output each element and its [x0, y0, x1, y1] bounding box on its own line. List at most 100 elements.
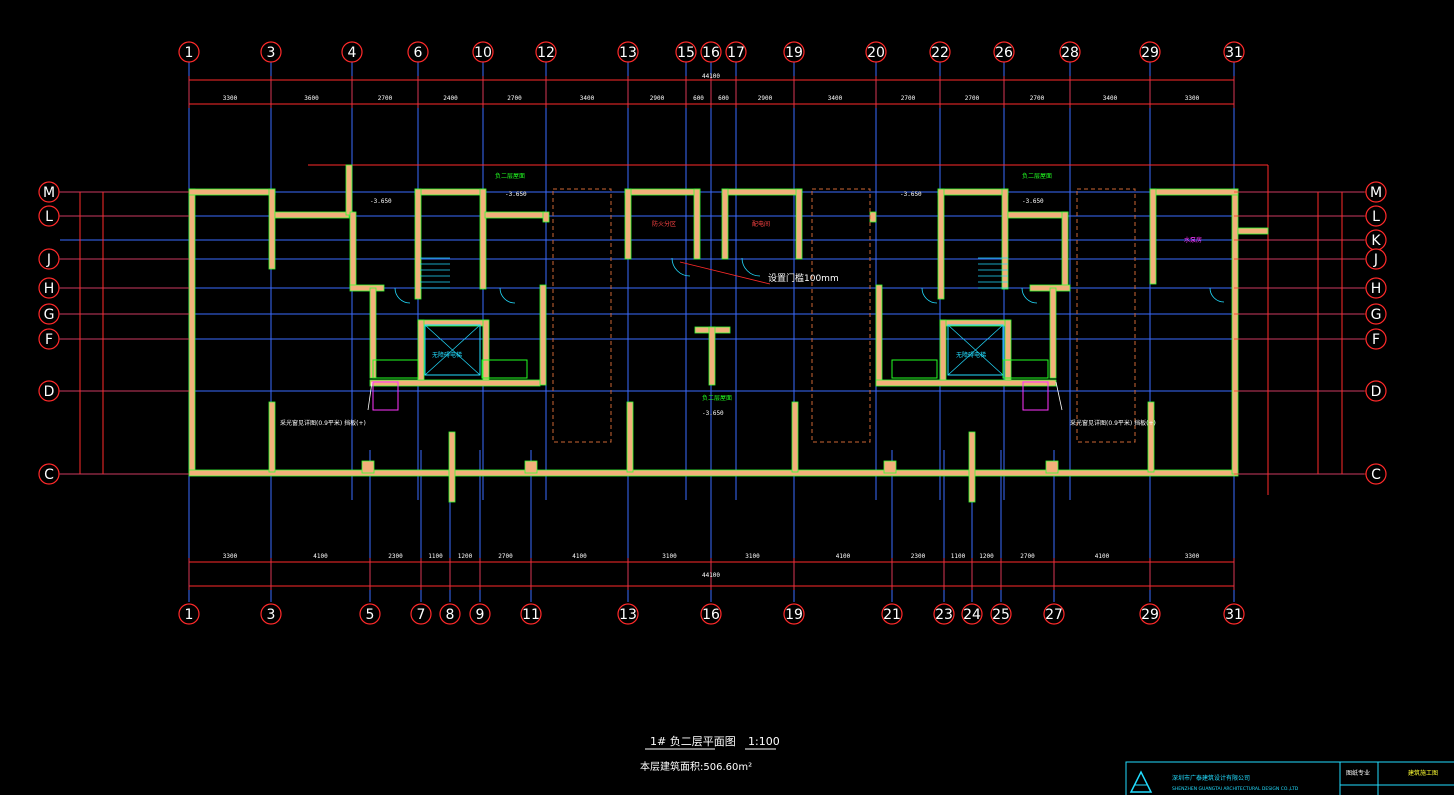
drawing-title-text: 1# 负二层平面图	[650, 734, 736, 748]
dimension-text: 3400	[580, 95, 595, 102]
wall-segment	[482, 319, 490, 381]
roof-label-2: 负二层屋面	[702, 394, 732, 402]
wall-segment	[369, 379, 541, 387]
level-mark-4: -3.650	[900, 191, 922, 198]
wall-segment	[791, 401, 799, 473]
axis-bubble	[410, 603, 432, 625]
wall-segment	[1149, 188, 1157, 285]
door-swing	[1021, 287, 1038, 304]
axis-label: 24	[963, 607, 981, 623]
wall-segment	[626, 401, 634, 473]
axis-bubble	[469, 603, 491, 625]
dimension-text: 600	[693, 95, 704, 102]
wall-segment	[1149, 188, 1239, 196]
dimension-text: 4100	[313, 553, 328, 560]
note-door-sill: 设置门槛100mm	[768, 272, 839, 284]
axis-label: F	[1372, 332, 1380, 348]
door-swing	[921, 287, 938, 304]
wall-segment	[721, 188, 729, 260]
wall-segment	[414, 188, 422, 300]
wall-segment	[524, 460, 538, 474]
axis-label: D	[1371, 384, 1382, 400]
walls	[188, 164, 1269, 503]
room-label-a: 防火分区	[652, 220, 676, 228]
dimension-text: 2900	[758, 95, 773, 102]
company-name-cn: 深圳市广泰建筑设计有限公司	[1172, 774, 1250, 782]
dimension-text: 2700	[1030, 95, 1045, 102]
axis-bubble	[725, 41, 747, 63]
axis-bubble	[1223, 603, 1245, 625]
elevator-label-right: 无障碍电梯	[956, 351, 986, 359]
axis-label: 17	[727, 45, 745, 61]
dimension-text: 3300	[1185, 95, 1200, 102]
wall-segment	[875, 379, 1057, 387]
axis-label: 13	[619, 45, 637, 61]
elevator-label-left: 无障碍电梯	[432, 351, 462, 359]
elevator-cross	[947, 324, 1004, 376]
axis-bubble	[1139, 603, 1161, 625]
axis-label: D	[44, 384, 55, 400]
overall-dimension-text: 44100	[702, 572, 720, 579]
axis-bubble	[1139, 41, 1161, 63]
axis-label: 22	[931, 45, 949, 61]
wall-segment	[345, 164, 353, 216]
axis-label: 26	[995, 45, 1013, 61]
title-block-value: 建筑施工图	[1408, 769, 1438, 777]
level-mark-1: -3.650	[370, 198, 392, 205]
dimension-text: 3300	[223, 95, 238, 102]
axis-label: 9	[476, 607, 485, 623]
wall-segment	[939, 319, 947, 381]
wall-segment	[188, 469, 1239, 477]
axis-label: 31	[1225, 607, 1243, 623]
roof-label-1: 负二层屋面	[495, 172, 525, 180]
axis-bubble	[520, 603, 542, 625]
axis-bubble	[617, 41, 639, 63]
axis-bubble	[933, 603, 955, 625]
dimension-text: 2700	[378, 95, 393, 102]
axis-label: C	[1371, 467, 1381, 483]
axis-label: 11	[522, 607, 540, 623]
wall-segment	[1231, 188, 1239, 475]
axis-label: 16	[702, 45, 720, 61]
axis-bubble	[260, 603, 282, 625]
wall-segment	[1001, 188, 1009, 290]
dimension-text: 2700	[1020, 553, 1035, 560]
level-mark-5: -3.650	[1022, 198, 1044, 205]
dimension-text: 2300	[911, 553, 926, 560]
wall-segment	[417, 319, 425, 381]
axis-label: 25	[992, 607, 1010, 623]
axis-bubble	[407, 41, 429, 63]
wall-segment	[539, 284, 547, 386]
wall-segment	[1147, 401, 1155, 473]
dimension-text: 3100	[745, 553, 760, 560]
drawing-title: 1# 负二层平面图 1:100 本层建筑面积:506.60m²	[640, 734, 780, 773]
door-swing	[394, 287, 411, 304]
wall-segment	[361, 460, 375, 474]
axis-label: F	[45, 332, 53, 348]
axis-label: L	[1372, 209, 1380, 225]
wall-segment	[414, 188, 486, 196]
room-label-b: 配电间	[752, 220, 770, 228]
axis-bubble	[472, 41, 494, 63]
axis-bubble	[993, 41, 1015, 63]
dimension-text: 2400	[443, 95, 458, 102]
dimension-text: 4100	[572, 553, 587, 560]
wall-segment	[1049, 287, 1057, 379]
axis-label: 29	[1141, 607, 1159, 623]
shaft-outline	[372, 359, 419, 379]
wall-segment	[1061, 211, 1069, 289]
dimension-text: 1200	[979, 553, 994, 560]
company-logo-icon	[1129, 770, 1153, 793]
axis-label: 1	[185, 607, 194, 623]
dimension-text: 4100	[1095, 553, 1110, 560]
wall-segment	[484, 211, 546, 219]
wall-segment	[349, 211, 357, 289]
axis-bubble	[990, 603, 1012, 625]
dimension-text: 2700	[498, 553, 513, 560]
rooms	[367, 188, 1225, 443]
axis-label: 27	[1045, 607, 1063, 623]
wall-segment	[1045, 460, 1059, 474]
wall-segment	[1007, 211, 1069, 219]
wall-segment	[479, 188, 487, 290]
